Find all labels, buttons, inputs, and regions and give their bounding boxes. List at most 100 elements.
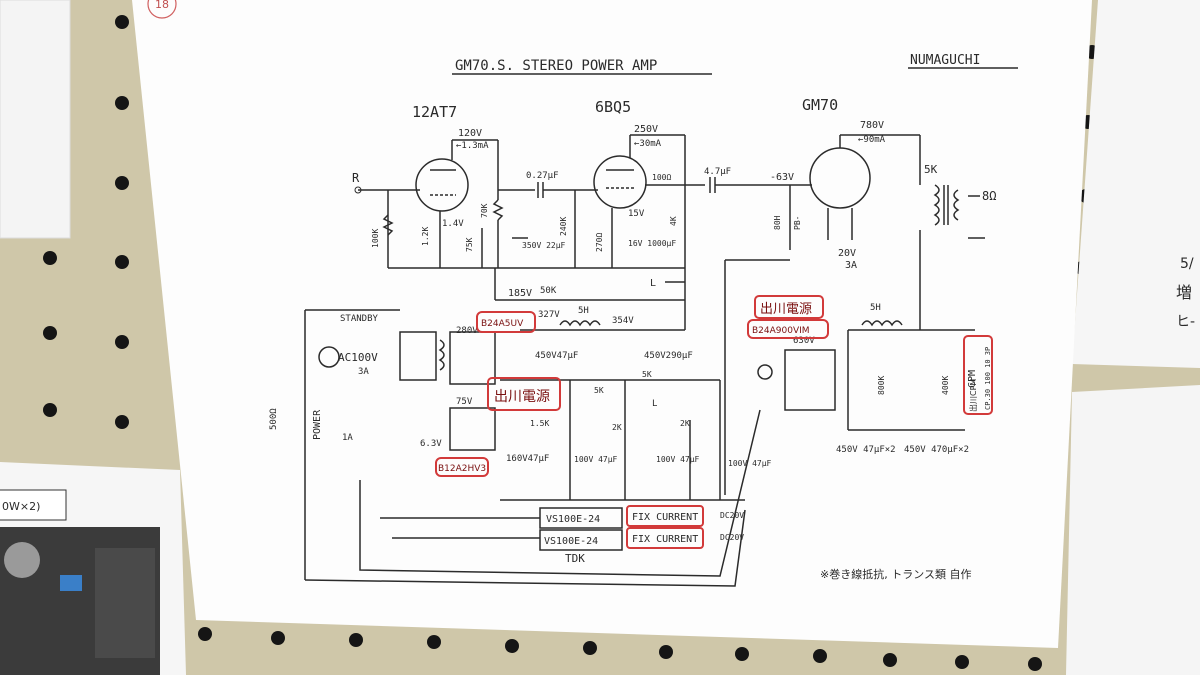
tube-6bq5-symbol — [593, 155, 647, 209]
c-k1-label: 350V 22μF — [522, 241, 566, 250]
c-100-47c-label: 100V 47μF — [728, 459, 772, 468]
fil-a-label: 3A — [845, 260, 857, 271]
dc1-label: DC20V — [720, 511, 744, 520]
dc2-label: DC20V — [720, 533, 744, 542]
r-k1-label: 1.2K — [421, 227, 430, 246]
fuse2-label: 1A — [342, 433, 353, 443]
c-450-47-label: 450V47μF — [535, 351, 578, 361]
amp-stage: R 120V ←1.3mA 70K 1.4V 1.2K 100K 75K 350… — [352, 120, 996, 495]
v280-label: 280V — [456, 326, 478, 336]
tube1-plate-v: 120V — [458, 128, 482, 139]
c-160-47-label: 160V47μF — [506, 454, 549, 464]
right-card-line3: ヒ- — [1176, 314, 1195, 330]
r-in-label: 100K — [371, 229, 380, 248]
diode2-label: B12A2HV3 — [438, 464, 486, 474]
v354-label: 354V — [612, 316, 634, 326]
transformer-photo-part — [4, 542, 40, 578]
diode3-label: B24A900VIM — [752, 326, 810, 336]
r-stop-label: 100Ω — [652, 173, 671, 182]
c-couple1-label: 0.27μF — [526, 171, 559, 181]
tube2-plate-mark: ←30mA — [634, 139, 662, 149]
tube3-plate-v: 780V — [860, 120, 884, 131]
r-1-5k-label: 1.5K — [530, 419, 549, 428]
c-100-47a-label: 100V 47μF — [574, 455, 618, 464]
r-load-label: 70K — [480, 203, 489, 218]
r-5k-b-label: 5K — [642, 370, 652, 379]
jp-box1-label: 出川電源 — [494, 389, 550, 405]
tube-gm70-label: GM70 — [802, 96, 838, 114]
power-supply: 185V 50K 327V 5H 354V 450V47μF 450V290μF… — [269, 268, 992, 587]
r-5k-a-label: 5K — [594, 386, 604, 395]
right-card-line1: 5/ — [1180, 256, 1194, 272]
ac-label: AC100V — [338, 351, 378, 364]
choke-l-label: L — [650, 278, 656, 289]
r-dropper-label: 4K — [669, 216, 678, 226]
c-450-290-label: 450V290μF — [644, 351, 693, 361]
regulator-2 — [539, 529, 623, 551]
cpm-label: CPM — [967, 370, 978, 388]
r-2k-b-label: 2K — [680, 419, 690, 428]
jp-box2-label: 出川電源 — [760, 302, 812, 317]
highlights: B24A5UV 出川電源 B12A2HV3 出川電源 B24A900VIM — [435, 295, 993, 549]
tube2-cathode-v: 15V — [628, 209, 645, 219]
tube-6bq5-label: 6BQ5 — [595, 98, 631, 116]
r-50k-label: 50K — [540, 286, 557, 296]
tube3-plate-mark: ←90mA — [858, 135, 886, 145]
power-switch-label: POWER — [312, 409, 323, 440]
left-card-label: 0W×2) — [2, 500, 40, 513]
speaker-label: 8Ω — [982, 189, 996, 203]
page-mark: 18 — [155, 0, 169, 11]
footnote: ※巻き線抵抗, トランス類 自作 — [820, 567, 972, 581]
reg1-label: VS100E-24 — [546, 514, 600, 525]
v630-label: 630V — [793, 336, 815, 346]
r-800k-label: 800K — [877, 376, 886, 395]
v327-label: 327V — [538, 310, 560, 320]
c-couple2-label: 4.7μF — [704, 167, 731, 177]
tdk-label: TDK — [565, 552, 585, 565]
r-fb-label: 75K — [465, 237, 474, 252]
cpm-part-label: CP.30 100 10 3P — [984, 347, 992, 410]
regulator-1 — [539, 507, 623, 529]
c-450-470x2-label: 450V 470μF×2 — [904, 445, 969, 455]
c-450-47x2-label: 450V 47μF×2 — [836, 445, 896, 455]
c-100-47b-label: 100V 47μF — [656, 455, 700, 464]
r-grid2-label: 240K — [559, 217, 568, 236]
l-mark-label: L — [652, 399, 657, 409]
diode1-label: B24A5UV — [481, 319, 524, 329]
right-card: 5/ 増 ヒ- — [1066, 0, 1200, 675]
gm70-grid-v: -63V — [770, 172, 794, 183]
tube-12at7-symbol — [415, 158, 469, 212]
tube1-cathode-v: 1.4V — [442, 219, 464, 229]
v75-label: 75V — [456, 397, 473, 407]
r-400k-label: 400K — [941, 376, 950, 395]
tube1-plate-mark: ←1.3mA — [456, 141, 489, 151]
input-r-label: R — [352, 171, 360, 185]
fix2-label: FIX CURRENT — [632, 534, 698, 545]
choke-grid2-label: PB- — [793, 216, 802, 230]
fil-v-label: 20V — [838, 248, 856, 259]
cpm-jp-label: 出川CPM — [968, 379, 978, 412]
r-k2-label: 270Ω — [595, 233, 604, 252]
ac-lamp-icon — [318, 346, 340, 368]
left-card: 0W×2) — [0, 0, 186, 675]
v185-label: 185V — [508, 288, 532, 299]
v6-3-label: 6.3V — [420, 439, 442, 449]
standby-label: STANDBY — [340, 314, 379, 324]
author-name: NUMAGUCHI — [910, 53, 980, 68]
choke-grid-label: 80H — [773, 215, 782, 230]
r-2k-a-label: 2K — [612, 423, 622, 432]
tube2-plate-v: 250V — [634, 124, 658, 135]
choke-5h2-label: 5H — [870, 303, 881, 313]
schematic-paper — [132, 0, 1092, 648]
fix1-label: FIX CURRENT — [632, 512, 698, 523]
tube-12at7-label: 12AT7 — [412, 103, 457, 121]
fuse-label: 3A — [358, 367, 369, 377]
c-k2-label: 16V 1000μF — [628, 239, 676, 248]
choke-5h-label: 5H — [578, 306, 589, 316]
right-card-line2: 増 — [1176, 283, 1192, 302]
opt-label: 5K — [924, 163, 938, 176]
r-sw-label: 500Ω — [269, 408, 279, 430]
page-title: GM70.S. STEREO POWER AMP — [455, 58, 657, 74]
reg2-label: VS100E-24 — [544, 536, 598, 547]
